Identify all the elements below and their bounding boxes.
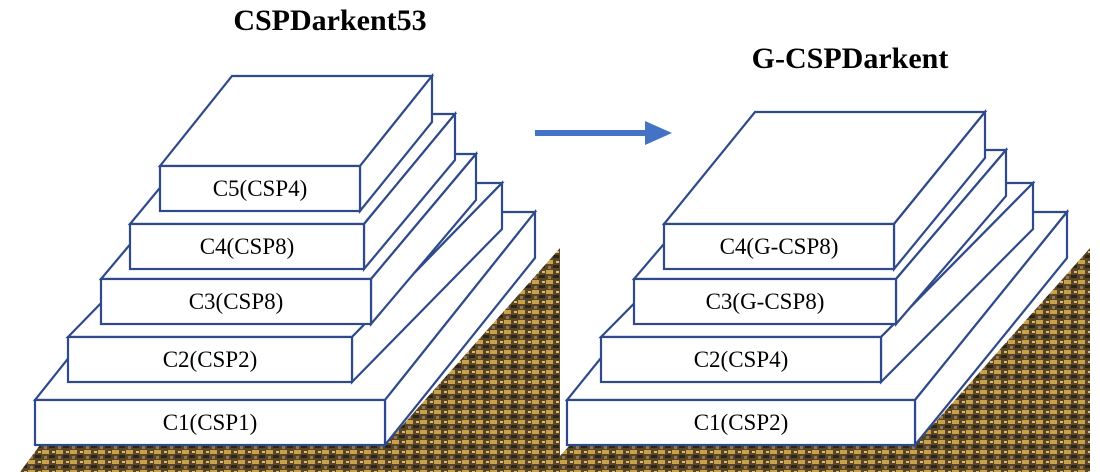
- left-layer-c5: C5(CSP4): [157, 72, 435, 215]
- right-layer-c3-label: C3(G-CSP8): [706, 289, 825, 314]
- left-ground: [20, 248, 560, 472]
- right-layer-c1-label: C1(CSP2): [694, 410, 789, 435]
- right-arrow-icon: [535, 121, 672, 145]
- right-layer-c4: C4(G-CSP8): [661, 108, 988, 273]
- left-layer-c5-label: C5(CSP4): [213, 176, 308, 201]
- right-stack: C1(CSP2) C2(CSP4) C3(G-CSP8) C4(G-CSP8): [564, 108, 1070, 449]
- right-layer-c4-label: C4(G-CSP8): [720, 234, 839, 259]
- left-stack: C1(CSP1) C2(CSP2) C3(CSP8) C4(CSP8) C5(C…: [32, 72, 538, 449]
- left-layer-c2-label: C2(CSP2): [163, 347, 258, 372]
- right-stack-title: G-CSPDarkent: [752, 42, 949, 75]
- left-layer-c1-label: C1(CSP1): [163, 410, 258, 435]
- left-layer-c4-label: C4(CSP8): [200, 234, 295, 259]
- left-stack-title: CSPDarkent53: [233, 4, 426, 37]
- right-layer-c2-label: C2(CSP4): [694, 347, 789, 372]
- left-layer-c3-label: C3(CSP8): [189, 289, 284, 314]
- right-ground: [545, 248, 1090, 472]
